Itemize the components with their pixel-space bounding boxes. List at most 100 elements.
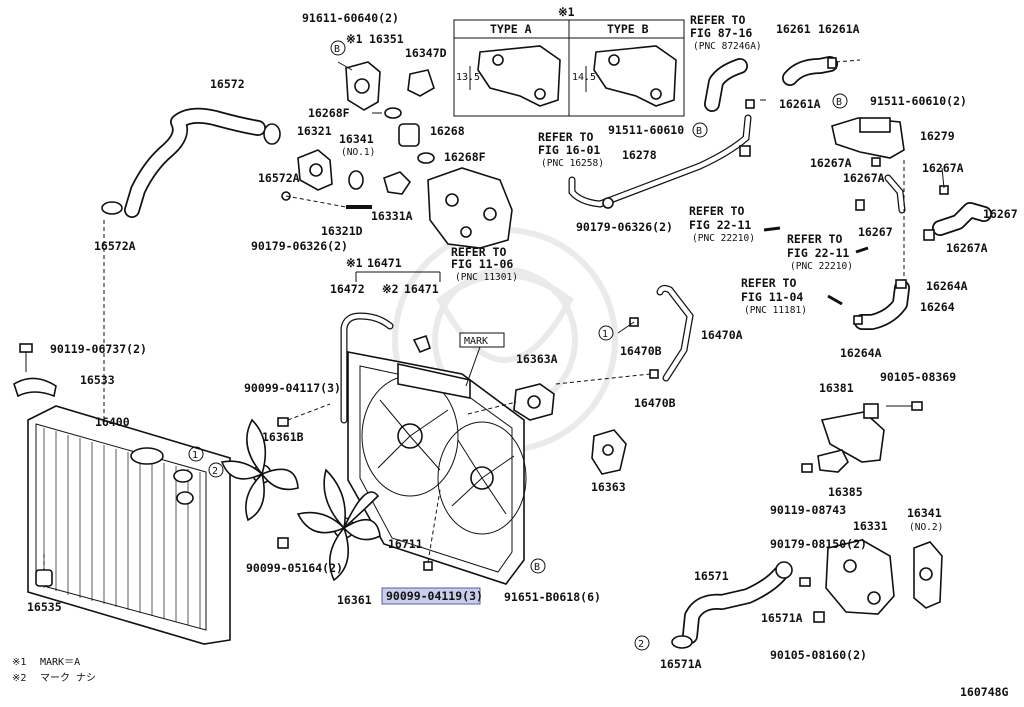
label-16267A-a: 16267A [810, 156, 852, 170]
water-outlet-housing [427, 167, 513, 249]
label-16331A: 16331A [371, 209, 413, 223]
fan-motor-16363 [591, 429, 627, 475]
label-16472: 16472 [330, 282, 365, 296]
callout-2b-text: 2 [638, 639, 644, 650]
label-90099-04117: 90099-04117(3) [244, 381, 341, 395]
hose-16264 [827, 279, 910, 330]
bracket-lines [355, 271, 441, 282]
label-16572: 16572 [210, 77, 245, 91]
hose-16470A [555, 284, 694, 385]
type-a-label: TYPE A [490, 22, 532, 36]
water-inlet-housing-16331 [825, 539, 895, 615]
bolts-left [277, 403, 441, 571]
label-ref2-b: FIG 16-01 [538, 143, 600, 157]
label-16267A-c: 16267A [843, 171, 885, 185]
label-91651: 91651-B0618(6) [504, 590, 601, 604]
bracket-16279 [831, 117, 905, 167]
label-90099-05164: 90099-05164(2) [246, 561, 343, 575]
note-2-symbol: ※2 [12, 673, 26, 684]
label-ref6-c: (PNC 11181) [744, 305, 807, 316]
label-16471-all: 16471 [367, 256, 402, 270]
label-ref2-c: (PNC 16258) [541, 158, 604, 169]
part-labels: 91611-60640(2) ※1 16351 16347D 16572 163… [27, 11, 1018, 671]
type-b-dimension: 14.5 [572, 72, 596, 83]
label-ref5-b: FIG 22-11 [787, 246, 849, 260]
callout-b: B B B B [330, 40, 848, 574]
label-16279: 16279 [920, 129, 955, 143]
label-16261A-b: 16261A [779, 97, 821, 111]
label-16471: 16471 [404, 282, 439, 296]
footnotes: ※1 MARK＝A ※2 マーク ナシ [12, 657, 96, 684]
label-16341-no2: 16341 [907, 506, 942, 520]
label-91511-b: 91511-60610(2) [870, 94, 967, 108]
overflow-hose [340, 312, 394, 424]
label-16535: 16535 [27, 600, 62, 614]
label-16351: 16351 [369, 32, 404, 46]
label-16267A-b: 16267A [922, 161, 964, 175]
label-90119: 90119-06737(2) [50, 342, 147, 356]
label-90119-08743: 90119-08743 [770, 503, 846, 517]
label-16321: 16321 [297, 124, 332, 138]
bracket-16381 [820, 401, 923, 463]
label-ref6-a: REFER TO [741, 276, 796, 290]
label-16267A-d: 16267A [946, 241, 988, 255]
label-16264A-b: 16264A [840, 346, 882, 360]
label-ref1-a: REFER TO [451, 245, 506, 259]
drain-cock-16535 [35, 554, 53, 587]
label-16363: 16363 [591, 480, 626, 494]
callout-b2: B [696, 126, 702, 137]
label-16341-no1: 16341 [339, 132, 374, 146]
label-16363A: 16363A [516, 352, 558, 366]
label-16571A-a: 16571A [761, 611, 803, 625]
stud-bolt [281, 191, 372, 209]
fan-motor-16363A [467, 383, 555, 421]
note-1-text: MARK＝A [40, 657, 80, 668]
type-box-note-symbol: ※1 [558, 5, 575, 19]
type-detail-box: ※1 TYPE A TYPE B 13.5 14.5 [453, 5, 685, 117]
type-b-label: TYPE B [607, 22, 649, 36]
label-90105-08160: 90105-08160(2) [770, 648, 867, 662]
note-1-symbol: ※1 [12, 657, 26, 668]
label-16533: 16533 [80, 373, 115, 387]
label-x1: ※1 [346, 32, 363, 46]
label-ref5-c: (PNC 22210) [790, 261, 853, 272]
bracket-16385 [801, 449, 849, 473]
callout-b3: B [836, 97, 842, 108]
label-16572A-b: 16572A [94, 239, 136, 253]
lower-radiator-hose [671, 561, 825, 649]
label-ref4-b: FIG 22-11 [689, 218, 751, 232]
label-x1b: ※1 [346, 256, 363, 270]
mark-callout: MARK [459, 332, 505, 387]
upper-radiator-hose [124, 107, 266, 218]
label-x2: ※2 [382, 282, 399, 296]
label-ref3-b: FIG 87-16 [690, 26, 752, 40]
label-16268F-a: 16268F [308, 106, 350, 120]
label-16385: 16385 [828, 485, 863, 499]
fan-shroud [347, 351, 527, 585]
label-16470B-a: 16470B [620, 344, 662, 358]
label-16341-no2-sub: (NO.2) [909, 522, 943, 533]
callout-2-text: 2 [212, 466, 218, 477]
hose-16267 [855, 160, 992, 280]
label-16268: 16268 [430, 124, 465, 138]
label-16267-b: 16267 [858, 225, 893, 239]
temperature-sensor [383, 171, 412, 195]
label-16264A-a: 16264A [926, 279, 968, 293]
label-16470A: 16470A [701, 328, 743, 342]
label-16261A-a: 16261A [818, 22, 860, 36]
label-ref4-c: (PNC 22210) [692, 233, 755, 244]
label-16572A-a: 16572A [258, 171, 300, 185]
label-16331: 16331 [853, 519, 888, 533]
leader-lines [103, 61, 382, 420]
gasket-16347D [407, 69, 435, 97]
label-16571A-b: 16571A [660, 657, 702, 671]
label-16361: 16361 [337, 593, 372, 607]
fan-16361 [296, 468, 381, 582]
fan-16361B [220, 418, 299, 522]
callout-b1: B [334, 44, 340, 55]
label-16470B-b: 16470B [634, 396, 676, 410]
label-16341-no1-sub: (NO.1) [341, 147, 375, 158]
label-91611: 91611-60640(2) [302, 11, 399, 25]
label-16381: 16381 [819, 381, 854, 395]
